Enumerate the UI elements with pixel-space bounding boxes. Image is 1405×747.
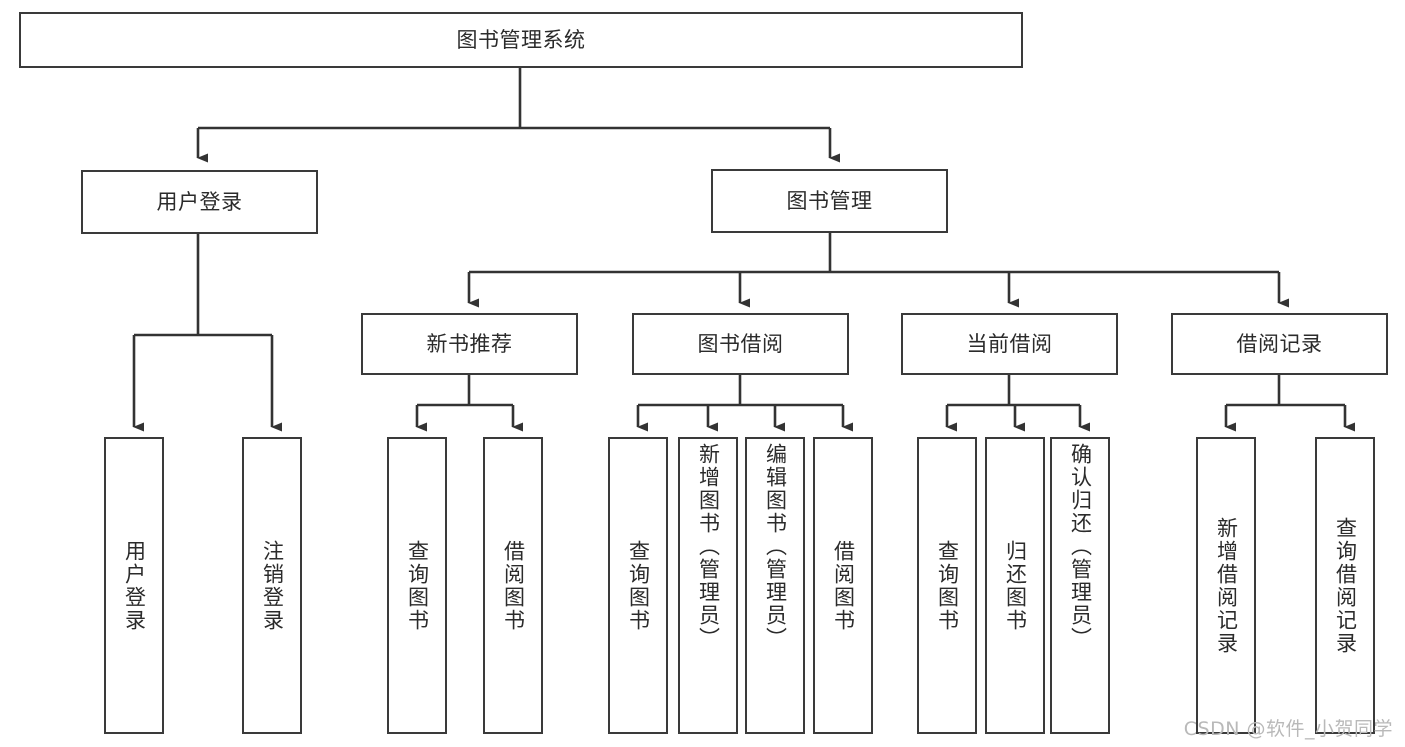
node-label: 新增图书（管理员） <box>696 443 721 650</box>
node-label: 图书管理 <box>786 188 873 213</box>
node-label: 新书推荐 <box>426 331 513 356</box>
node-leaf-logout[interactable]: 注销登录 <box>242 437 302 734</box>
node-leaf-confirm-return-admin[interactable]: 确认归还（管理员） <box>1050 437 1110 734</box>
node-label: 图书借阅 <box>697 331 784 356</box>
node-current-borrow[interactable]: 当前借阅 <box>901 313 1118 375</box>
node-leaf-query-borrow-record[interactable]: 查询借阅记录 <box>1315 437 1375 734</box>
node-label: 注销登录 <box>260 539 285 632</box>
node-user-login[interactable]: 用户登录 <box>81 170 318 234</box>
node-leaf-user-login[interactable]: 用户登录 <box>104 437 164 734</box>
node-new-book-recommend[interactable]: 新书推荐 <box>361 313 578 375</box>
node-leaf-query-book-recommend[interactable]: 查询图书 <box>387 437 447 734</box>
node-label: 查询借阅记录 <box>1333 516 1358 655</box>
node-label: 归还图书 <box>1003 539 1028 632</box>
node-leaf-add-borrow-record[interactable]: 新增借阅记录 <box>1196 437 1256 734</box>
node-leaf-query-book-borrow[interactable]: 查询图书 <box>608 437 668 734</box>
node-borrow-record[interactable]: 借阅记录 <box>1171 313 1388 375</box>
node-label: 借阅图书 <box>831 539 856 632</box>
node-leaf-add-book-admin[interactable]: 新增图书（管理员） <box>678 437 738 734</box>
node-book-management[interactable]: 图书管理 <box>711 169 948 233</box>
node-label: 新增借阅记录 <box>1214 516 1239 655</box>
node-leaf-borrow-book[interactable]: 借阅图书 <box>813 437 873 734</box>
node-label: 查询图书 <box>935 539 960 632</box>
node-label: 查询图书 <box>626 539 651 632</box>
node-leaf-return-book[interactable]: 归还图书 <box>985 437 1045 734</box>
node-leaf-query-book-current[interactable]: 查询图书 <box>917 437 977 734</box>
node-label: 图书管理系统 <box>456 27 586 52</box>
node-label: 当前借阅 <box>966 331 1053 356</box>
node-label: 借阅记录 <box>1236 331 1323 356</box>
node-label: 借阅图书 <box>501 539 526 632</box>
node-leaf-edit-book-admin[interactable]: 编辑图书（管理员） <box>745 437 805 734</box>
node-label: 编辑图书（管理员） <box>763 443 788 650</box>
node-label: 确认归还（管理员） <box>1068 443 1093 650</box>
node-label: 用户登录 <box>156 189 243 214</box>
node-label: 查询图书 <box>405 539 430 632</box>
node-root-book-management-system[interactable]: 图书管理系统 <box>19 12 1023 68</box>
node-label: 用户登录 <box>122 539 147 632</box>
node-book-borrow[interactable]: 图书借阅 <box>632 313 849 375</box>
node-leaf-borrow-book-recommend[interactable]: 借阅图书 <box>483 437 543 734</box>
